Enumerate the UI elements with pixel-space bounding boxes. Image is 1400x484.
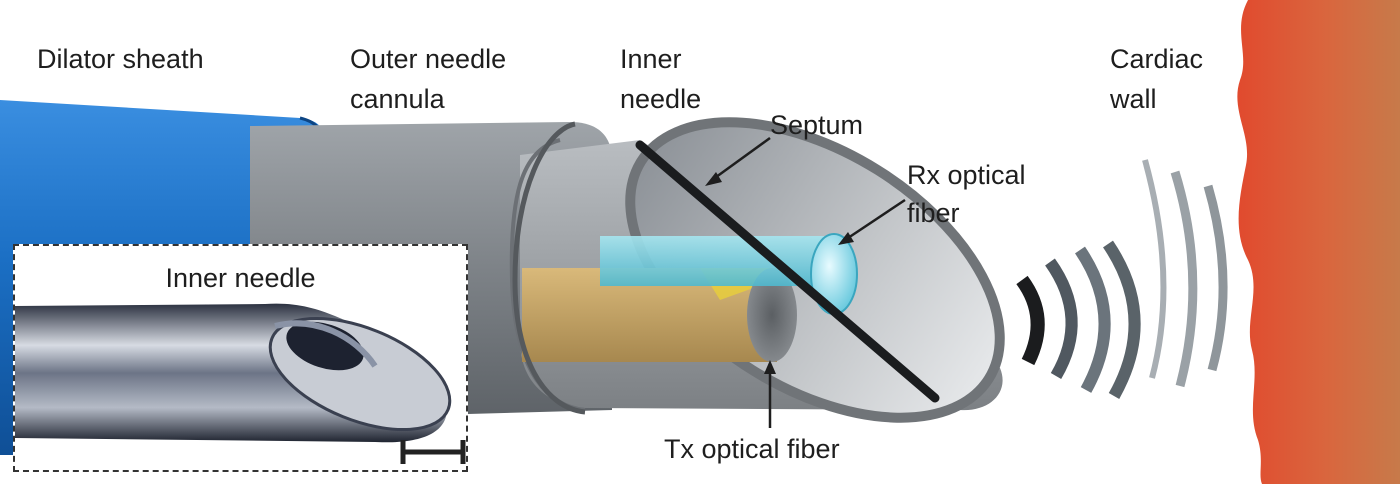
wave-1	[1022, 280, 1038, 362]
label-dilator-sheath: Dilator sheath	[37, 42, 204, 76]
label-cannula: cannula	[350, 82, 445, 116]
label-rx-fiber: fiber	[907, 196, 960, 230]
label-cardiac: Cardiac	[1110, 42, 1203, 76]
inset-photo: Inner needle	[13, 244, 468, 472]
reflected-wave-2	[1175, 172, 1193, 386]
label-needle: needle	[620, 82, 701, 116]
wave-4	[1108, 244, 1135, 396]
inset-title: Inner needle	[15, 262, 466, 294]
reflected-wave-3	[1208, 186, 1223, 370]
label-outer-needle: Outer needle	[350, 42, 506, 76]
label-wall: wall	[1110, 82, 1157, 116]
wave-2	[1050, 262, 1072, 376]
wave-3	[1080, 250, 1105, 390]
label-rx-optical: Rx optical	[907, 158, 1026, 192]
reflected-wave-1	[1145, 160, 1163, 378]
label-inner: Inner	[620, 42, 682, 76]
label-septum: Septum	[770, 108, 863, 142]
label-tx-optical-fiber: Tx optical fiber	[664, 432, 840, 466]
cardiac-wall	[1237, 0, 1400, 484]
